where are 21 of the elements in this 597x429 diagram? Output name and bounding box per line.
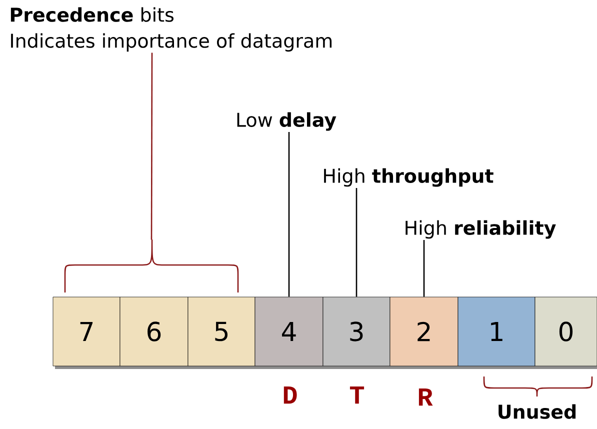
leader-line <box>150 52 153 240</box>
brace-caption: Unused <box>498 404 576 419</box>
leader-line <box>423 240 425 297</box>
annotation-text: Low delay <box>237 112 336 131</box>
bit-box: 4 <box>254 296 325 369</box>
bit-letter: R <box>418 388 433 406</box>
bit-box: 6 <box>120 296 190 369</box>
annotation-text: High throughput <box>324 168 494 187</box>
bit-box: 5 <box>188 296 257 369</box>
bit-box: 1 <box>458 296 537 369</box>
bit-box: 3 <box>322 296 392 369</box>
bit-box: 0 <box>534 296 597 369</box>
bit-letter: T <box>350 386 364 404</box>
annotation-text: High reliability <box>406 220 556 239</box>
bit-box: 7 <box>52 296 122 369</box>
brace <box>64 239 239 293</box>
leader-line <box>356 188 358 297</box>
leader-line <box>288 132 290 297</box>
annotation-text: Precedence bits Indicates importance of datagram <box>10 7 332 52</box>
bit-letter: D <box>284 386 297 404</box>
bit-box: 2 <box>390 296 460 369</box>
